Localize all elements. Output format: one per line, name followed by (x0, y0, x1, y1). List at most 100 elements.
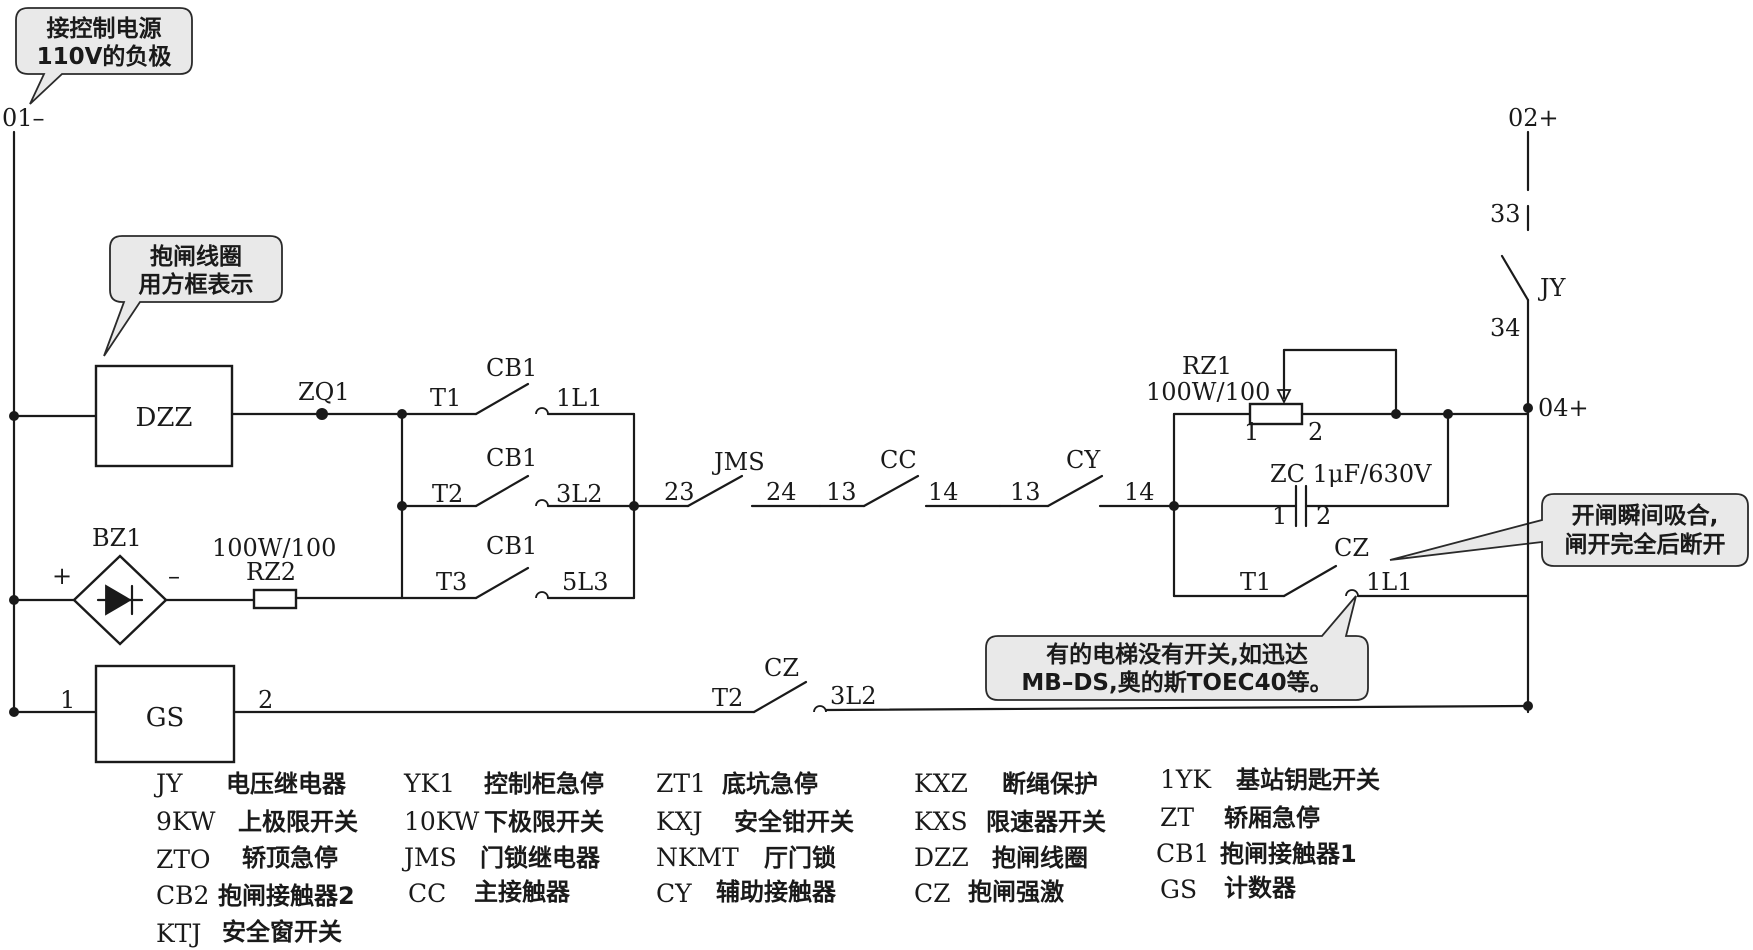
gs-label: GS (146, 703, 185, 733)
pin-t3-label: T3 (436, 568, 467, 596)
callout-noswitch-line-2: MB–DS,奥的斯TOEC40等。 (1021, 669, 1332, 696)
legend-code: CB1 (1156, 839, 1209, 868)
pin-t1-label: T1 (1240, 568, 1271, 596)
gs-pin-1: 1 (60, 686, 75, 714)
terminal-04-label: 04+ (1538, 394, 1589, 422)
dzz-coil-box (94, 364, 234, 468)
legend-desc: 主接触器 (474, 878, 571, 906)
cz-upper-contact-terminal (1345, 589, 1359, 597)
zc-label: ZC 1μF/630V (1270, 460, 1432, 488)
callout-cz-note: 开闸瞬间吸合, 闸开完全后断开 (1389, 493, 1749, 567)
legend-desc: 上极限开关 (238, 808, 358, 836)
legend-desc: 轿厢急停 (1224, 804, 1320, 832)
rz1-rating-label: 100W/100 (1146, 378, 1270, 406)
terminal-01-label: 01– (2, 104, 45, 132)
legend-desc: 门锁继电器 (480, 844, 601, 872)
legend-desc: 安全钳开关 (734, 808, 854, 836)
pin-5l3-label: 5L3 (562, 568, 608, 596)
junction-dot (1391, 409, 1401, 419)
jy-contact-blade (1500, 254, 1530, 302)
rz1-pin-1: 1 (1244, 418, 1259, 446)
legend-code: ZTO (156, 845, 211, 874)
cb1-contact-3-terminal (535, 591, 549, 599)
legend-desc: 抱闸强激 (968, 878, 1064, 906)
terminal-02-label: 02+ (1508, 104, 1559, 132)
legend-code: KXS (914, 807, 968, 836)
cb1-contact-2-blade (474, 474, 530, 508)
cz-upper-label: CZ (1334, 534, 1369, 562)
legend-code: GS (1160, 875, 1197, 904)
cy-label: CY (1066, 446, 1101, 474)
pin-33-label: 33 (1490, 200, 1521, 228)
rz1-pin-2: 2 (1308, 418, 1323, 446)
zc-pin-1: 1 (1272, 502, 1287, 530)
pin-13-label: 13 (826, 478, 857, 506)
legend-code: ZT1 (656, 769, 706, 798)
legend-desc: 抱闸接触器1 (1220, 840, 1357, 868)
rz2-label: RZ2 (246, 558, 296, 586)
cz-lower-contact-terminal (813, 705, 827, 713)
pin-13-label: 13 (1010, 478, 1041, 506)
legend-desc: 底坑急停 (722, 770, 818, 798)
jy-label: JY (1537, 274, 1567, 302)
pin-14-label: 14 (928, 478, 959, 506)
callout-coil-line-2: 用方框表示 (139, 271, 254, 298)
legend-code: CC (408, 879, 446, 908)
legend-desc: 限速器开关 (986, 808, 1106, 836)
pin-24-label: 24 (766, 478, 797, 506)
legend-desc: 抱闸接触器2 (218, 882, 355, 910)
callout-power-source: 接控制电源 110V的负极 (15, 7, 193, 105)
pin-t2-label: T2 (712, 684, 743, 712)
rz2-resistor (252, 588, 298, 610)
dzz-label: DZZ (136, 403, 193, 433)
pin-1l1-label: 1L1 (556, 384, 602, 412)
legend-code: 10KW (404, 807, 480, 836)
cb1-contact-3-blade (474, 566, 530, 600)
callout-power-line-2: 110V的负极 (37, 43, 172, 70)
cb1-contact-1-terminal (535, 407, 549, 415)
pin-1l1-label: 1L1 (1366, 568, 1412, 596)
jms-contact-blade (686, 474, 744, 508)
gs-counter-box (94, 664, 236, 764)
legend-code: JMS (401, 843, 457, 872)
legend-code: CB2 (156, 881, 209, 910)
junction-dot (1523, 403, 1533, 413)
callout-no-switch: 有的电梯没有开关,如迅达 MB–DS,奥的斯TOEC40等。 (985, 595, 1369, 701)
gs-pin-2: 2 (258, 686, 273, 714)
legend-desc: 轿顶急停 (242, 844, 338, 872)
cb1-contact-2-terminal (535, 499, 549, 507)
cb1-label-2: CB1 (486, 444, 537, 472)
rz1-label: RZ1 (1182, 352, 1232, 380)
zc-pin-2: 2 (1316, 502, 1331, 530)
legend-desc: 抱闸线圈 (992, 844, 1088, 872)
zq1-terminal-dot (316, 408, 328, 420)
bz1-label: BZ1 (92, 524, 142, 552)
legend-desc: 安全窗开关 (222, 918, 342, 946)
callout-noswitch-line-1: 有的电梯没有开关,如迅达 (1046, 641, 1308, 668)
callout-cz-line-1: 开闸瞬间吸合, (1572, 502, 1719, 529)
legend: JY 电压继电器 YK1 控制柜急停 ZT1 底坑急停 KXZ 断绳保护 1YK… (153, 765, 1380, 948)
callout-brake-coil: 抱闸线圈 用方框表示 (103, 235, 283, 357)
legend-desc: 断绳保护 (1002, 770, 1098, 798)
callout-coil-line-1: 抱闸线圈 (150, 243, 242, 270)
legend-desc: 辅助接触器 (716, 878, 837, 906)
cc-contact-blade (862, 474, 920, 508)
legend-code: ZT (1160, 803, 1194, 832)
cb1-contact-1-blade (474, 382, 530, 416)
junction-dot (1523, 701, 1533, 711)
pin-14-label: 14 (1124, 478, 1155, 506)
pin-23-label: 23 (664, 478, 695, 506)
callout-power-line-1: 接控制电源 (47, 15, 162, 42)
callout-cz-line-2: 闸开完全后断开 (1565, 531, 1726, 558)
legend-code: 9KW (156, 807, 216, 836)
legend-code: YK1 (403, 769, 455, 798)
pin-t1-label: T1 (430, 384, 461, 412)
legend-code: KTJ (156, 919, 201, 948)
cz-lower-contact-blade (752, 680, 808, 714)
cc-label: CC (880, 446, 917, 474)
pin-t2-label: T2 (432, 480, 463, 508)
pin-3l2-label: 3L2 (556, 480, 602, 508)
cy-contact-blade (1046, 474, 1104, 508)
rz1-wiper-arrow (1276, 389, 1292, 405)
